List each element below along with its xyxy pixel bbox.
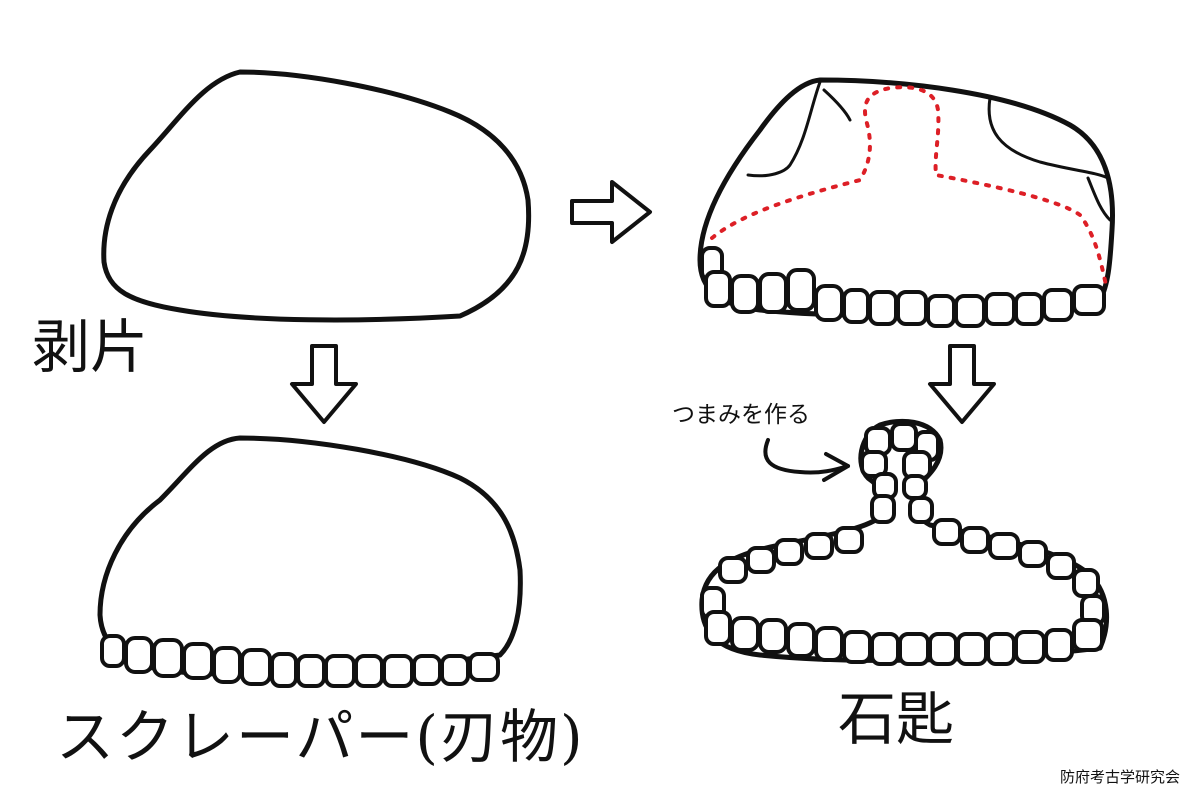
scar-left-2 <box>822 88 852 122</box>
label-flake: 剥片 <box>32 313 149 381</box>
arrow-down-right-icon <box>928 344 996 424</box>
scar-left <box>746 80 822 178</box>
pointer-arrow-icon <box>763 438 850 475</box>
spoon-upper-retouch <box>718 518 1106 626</box>
scraper-retouch-edge <box>100 634 500 688</box>
scar-right-2 <box>1086 176 1112 222</box>
scar-right <box>987 96 1110 180</box>
label-credit: 防府考古学研究会 <box>1060 768 1181 786</box>
label-scraper: スクレーパー(刃物) <box>56 703 585 771</box>
arrow-down-left-icon <box>290 344 358 424</box>
label-knob-note: つまみを作る <box>672 402 810 428</box>
knob-retouch <box>860 422 940 524</box>
blank-retouch-edge <box>700 246 1106 328</box>
flake-outline <box>101 69 532 323</box>
label-stone-spoon: 石匙 <box>838 685 955 753</box>
spoon-lower-retouch <box>700 586 1104 666</box>
arrow-right-icon <box>570 180 652 244</box>
pointer-arrow-head <box>822 452 850 482</box>
planned-cut-line <box>710 85 1108 287</box>
